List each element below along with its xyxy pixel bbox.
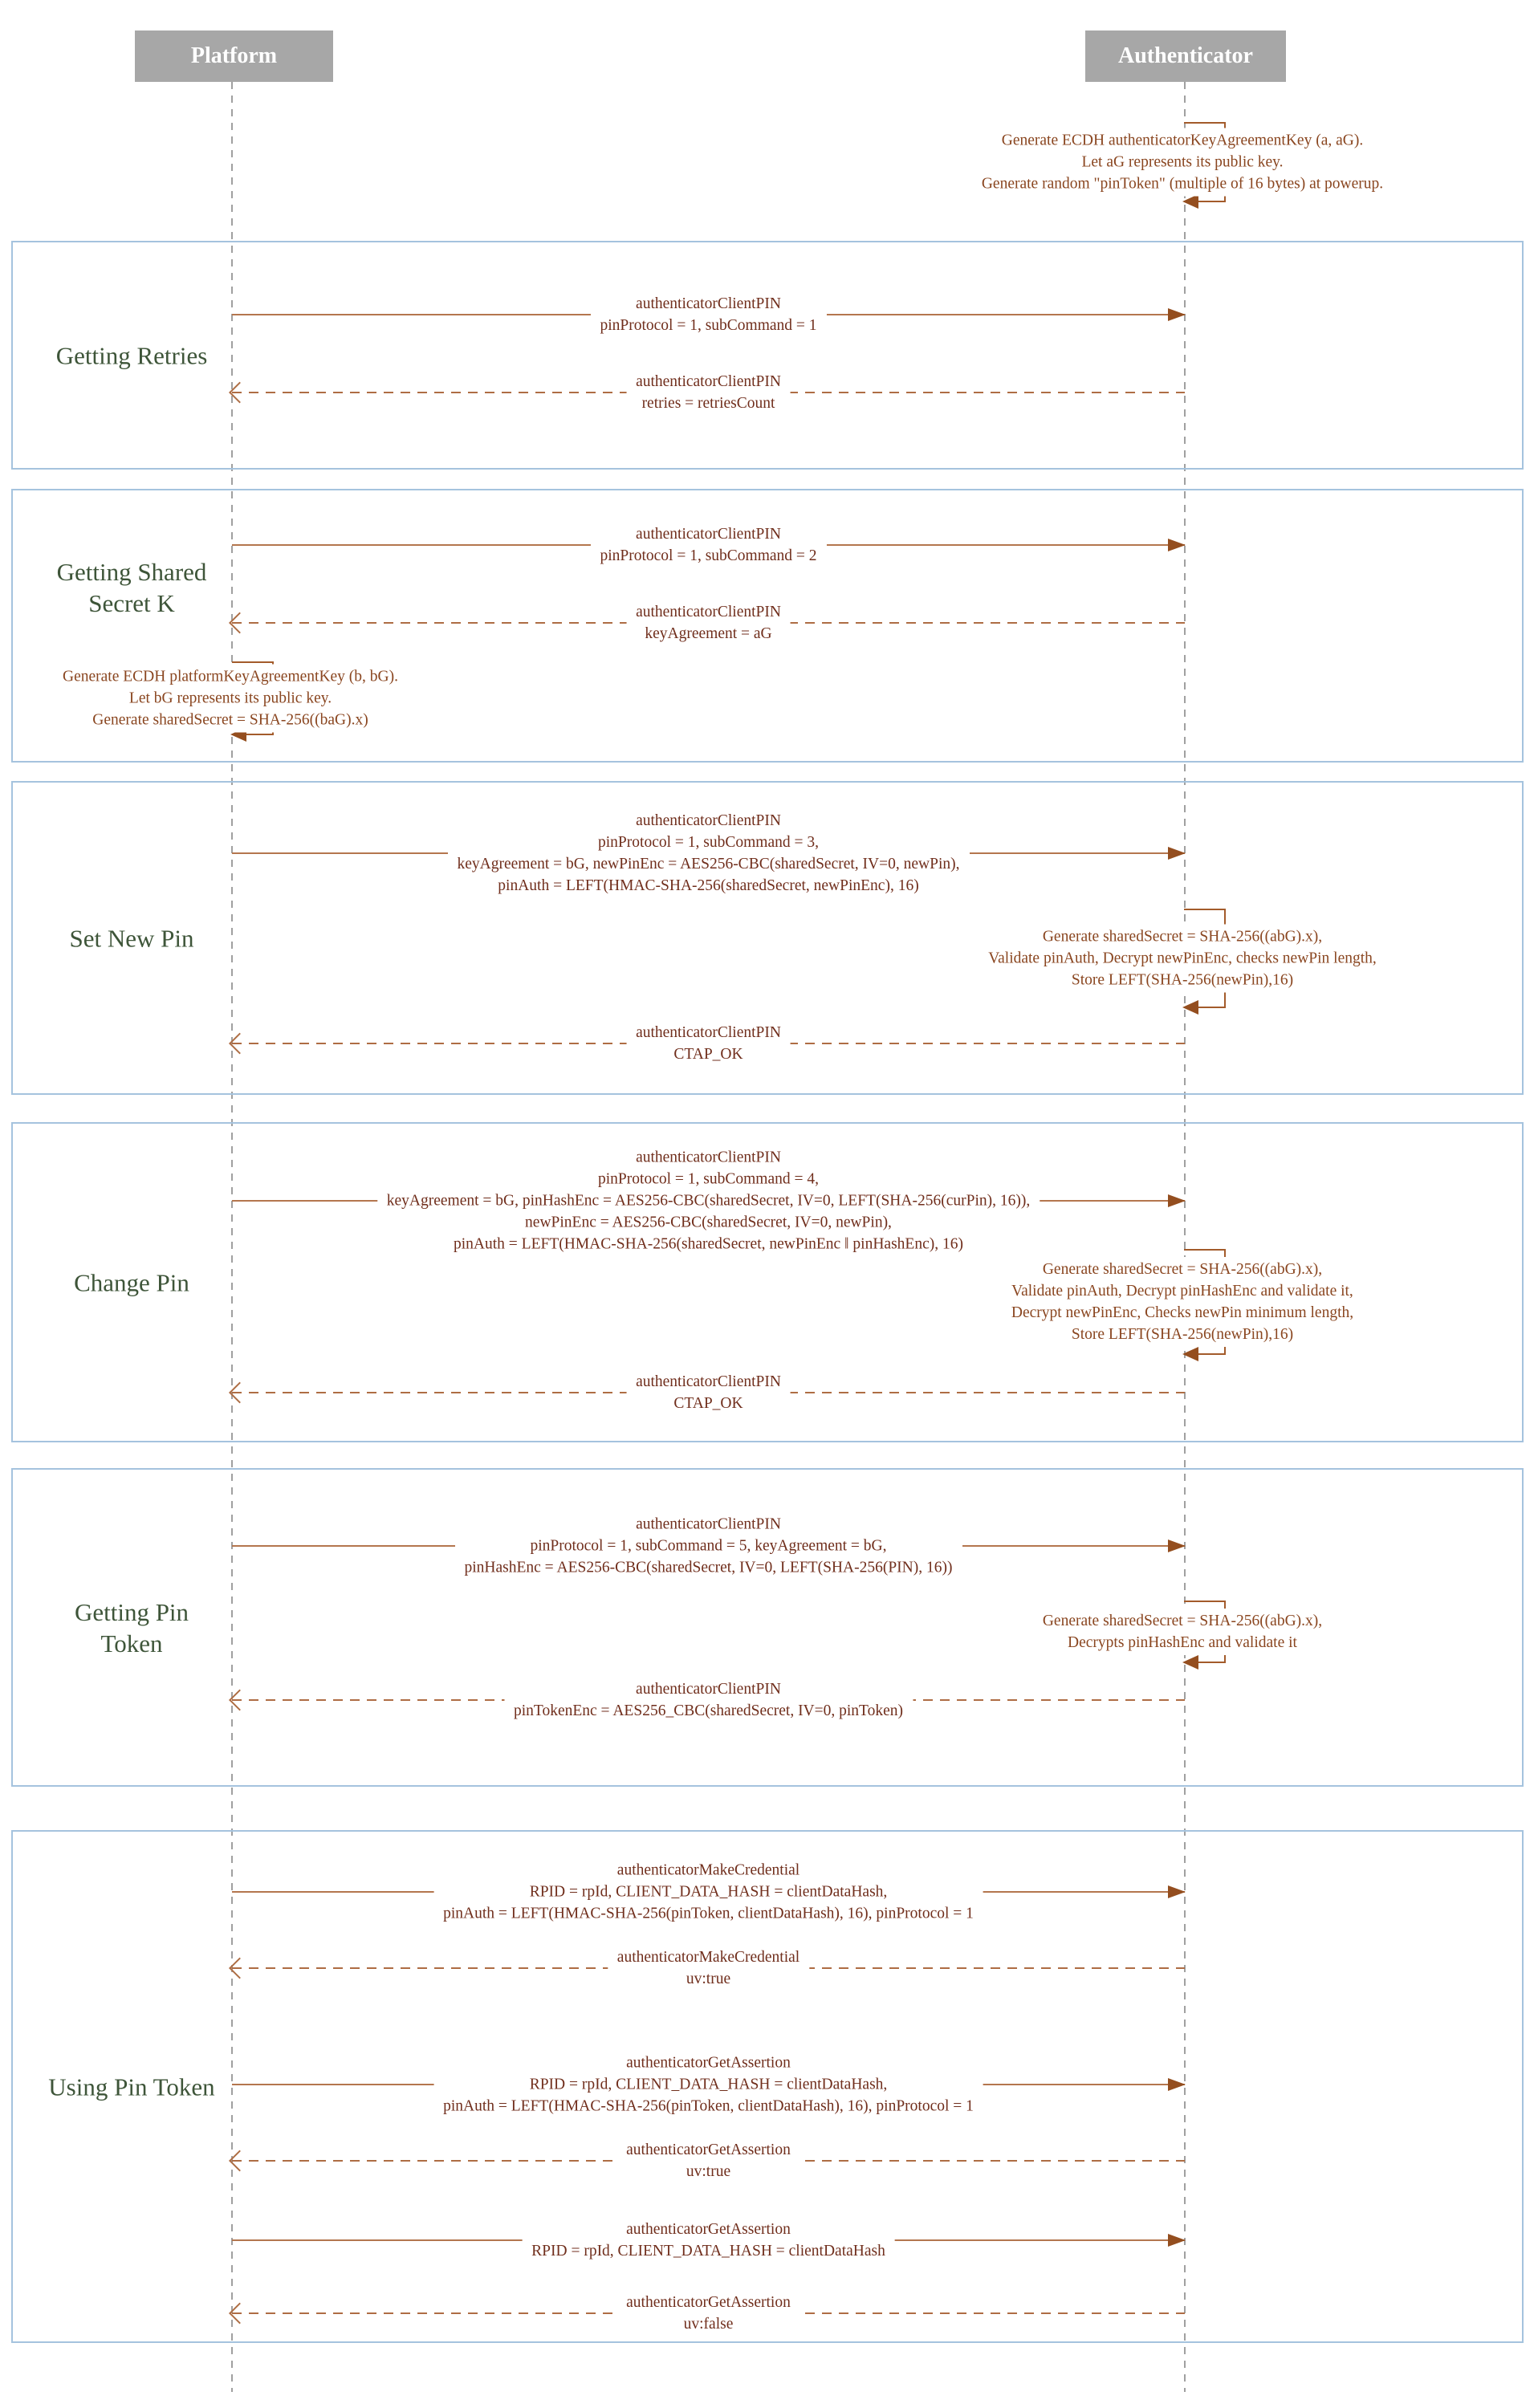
response-label: authenticatorGetAssertion uv:false (616, 2290, 800, 2337)
authenticator-note-text: Generate sharedSecret = SHA-256((abG).x)… (982, 924, 1383, 993)
self-message-auth-change-pin: Generate sharedSecret = SHA-256((abG).x)… (1004, 1249, 1361, 1361)
authenticator-note-text: Generate sharedSecret = SHA-256((abG).x)… (1004, 1257, 1361, 1347)
self-message-auth-set-new-pin: Generate sharedSecret = SHA-256((abG).x)… (982, 909, 1383, 1015)
actor-authenticator: Authenticator (1085, 31, 1286, 82)
filled-arrowhead-icon (1182, 1347, 1198, 1361)
request-label: authenticatorGetAssertion RPID = rpId, C… (522, 2217, 895, 2264)
frame-label-getting-retries: Getting Retries (55, 341, 208, 369)
filled-arrowhead-icon (1168, 1194, 1186, 1207)
response-label: authenticatorClientPIN retries = retries… (626, 369, 791, 416)
lifeline-authenticator (1184, 82, 1186, 2392)
self-message-platform-shared-secret: Generate ECDH platformKeyAgreementKey (b… (55, 661, 405, 742)
frame-using-pin-token: Using Pin Token (11, 1830, 1524, 2343)
response-label: authenticatorGetAssertion uv:true (616, 2138, 800, 2184)
response-label: authenticatorClientPIN pinTokenEnc = AES… (503, 1677, 913, 1723)
self-message-powerup: Generate ECDH authenticatorKeyAgreementK… (974, 122, 1390, 209)
frame-label-change-pin: Change Pin (74, 1268, 189, 1296)
filled-arrowhead-icon (1168, 1885, 1186, 1898)
self-message-auth-pin-token: Generate sharedSecret = SHA-256((abG).x)… (1036, 1601, 1329, 1670)
filled-arrowhead-icon (1168, 1540, 1186, 1552)
filled-arrowhead-icon (1182, 1000, 1198, 1015)
response-label: authenticatorClientPIN CTAP_OK (626, 1020, 791, 1067)
filled-arrowhead-icon (1168, 847, 1186, 860)
frame-label-set-new-pin: Set New Pin (69, 924, 194, 952)
lifeline-platform (231, 82, 233, 2392)
request-label: authenticatorMakeCredential RPID = rpId,… (433, 1857, 983, 1926)
frame-set-new-pin: Set New Pin (11, 781, 1524, 1095)
filled-arrowhead-icon (1168, 2078, 1186, 2091)
frame-label-getting-pin-token: Getting Pin Token (74, 1597, 189, 1658)
response-label: authenticatorMakeCredential uv:true (607, 1945, 810, 1991)
filled-arrowhead-icon (1168, 2234, 1186, 2247)
request-label: authenticatorClientPIN pinProtocol = 1, … (454, 1511, 962, 1580)
frame-label-using-pin-token: Using Pin Token (48, 2072, 215, 2101)
frame-change-pin: Change Pin (11, 1122, 1524, 1442)
request-label: authenticatorGetAssertion RPID = rpId, C… (433, 2050, 983, 2119)
frame-getting-retries: Getting Retries (11, 241, 1524, 470)
filled-arrowhead-icon (1182, 194, 1198, 209)
authenticator-note-text: Generate sharedSecret = SHA-256((abG).x)… (1036, 1609, 1329, 1655)
filled-arrowhead-icon (1182, 1655, 1198, 1670)
request-label: authenticatorClientPIN pinProtocol = 1, … (590, 291, 827, 338)
frame-label-getting-shared-secret: Getting Shared Secret K (56, 558, 207, 618)
response-label: authenticatorClientPIN keyAgreement = aG (626, 600, 791, 646)
filled-arrowhead-icon (1168, 539, 1186, 551)
request-label: authenticatorClientPIN pinProtocol = 1, … (376, 1145, 1040, 1257)
filled-arrowhead-icon (1168, 308, 1186, 321)
request-label: authenticatorClientPIN pinProtocol = 1, … (590, 522, 827, 568)
powerup-note-text: Generate ECDH authenticatorKeyAgreementK… (974, 128, 1390, 197)
platform-note-text: Generate ECDH platformKeyAgreementKey (b… (55, 664, 405, 733)
frame-getting-pin-token: Getting Pin Token (11, 1468, 1524, 1787)
request-label: authenticatorClientPIN pinProtocol = 1, … (447, 808, 970, 898)
frame-getting-shared-secret: Getting Shared Secret K (11, 489, 1524, 763)
actor-platform: Platform (135, 31, 333, 82)
response-label: authenticatorClientPIN CTAP_OK (626, 1369, 791, 1416)
